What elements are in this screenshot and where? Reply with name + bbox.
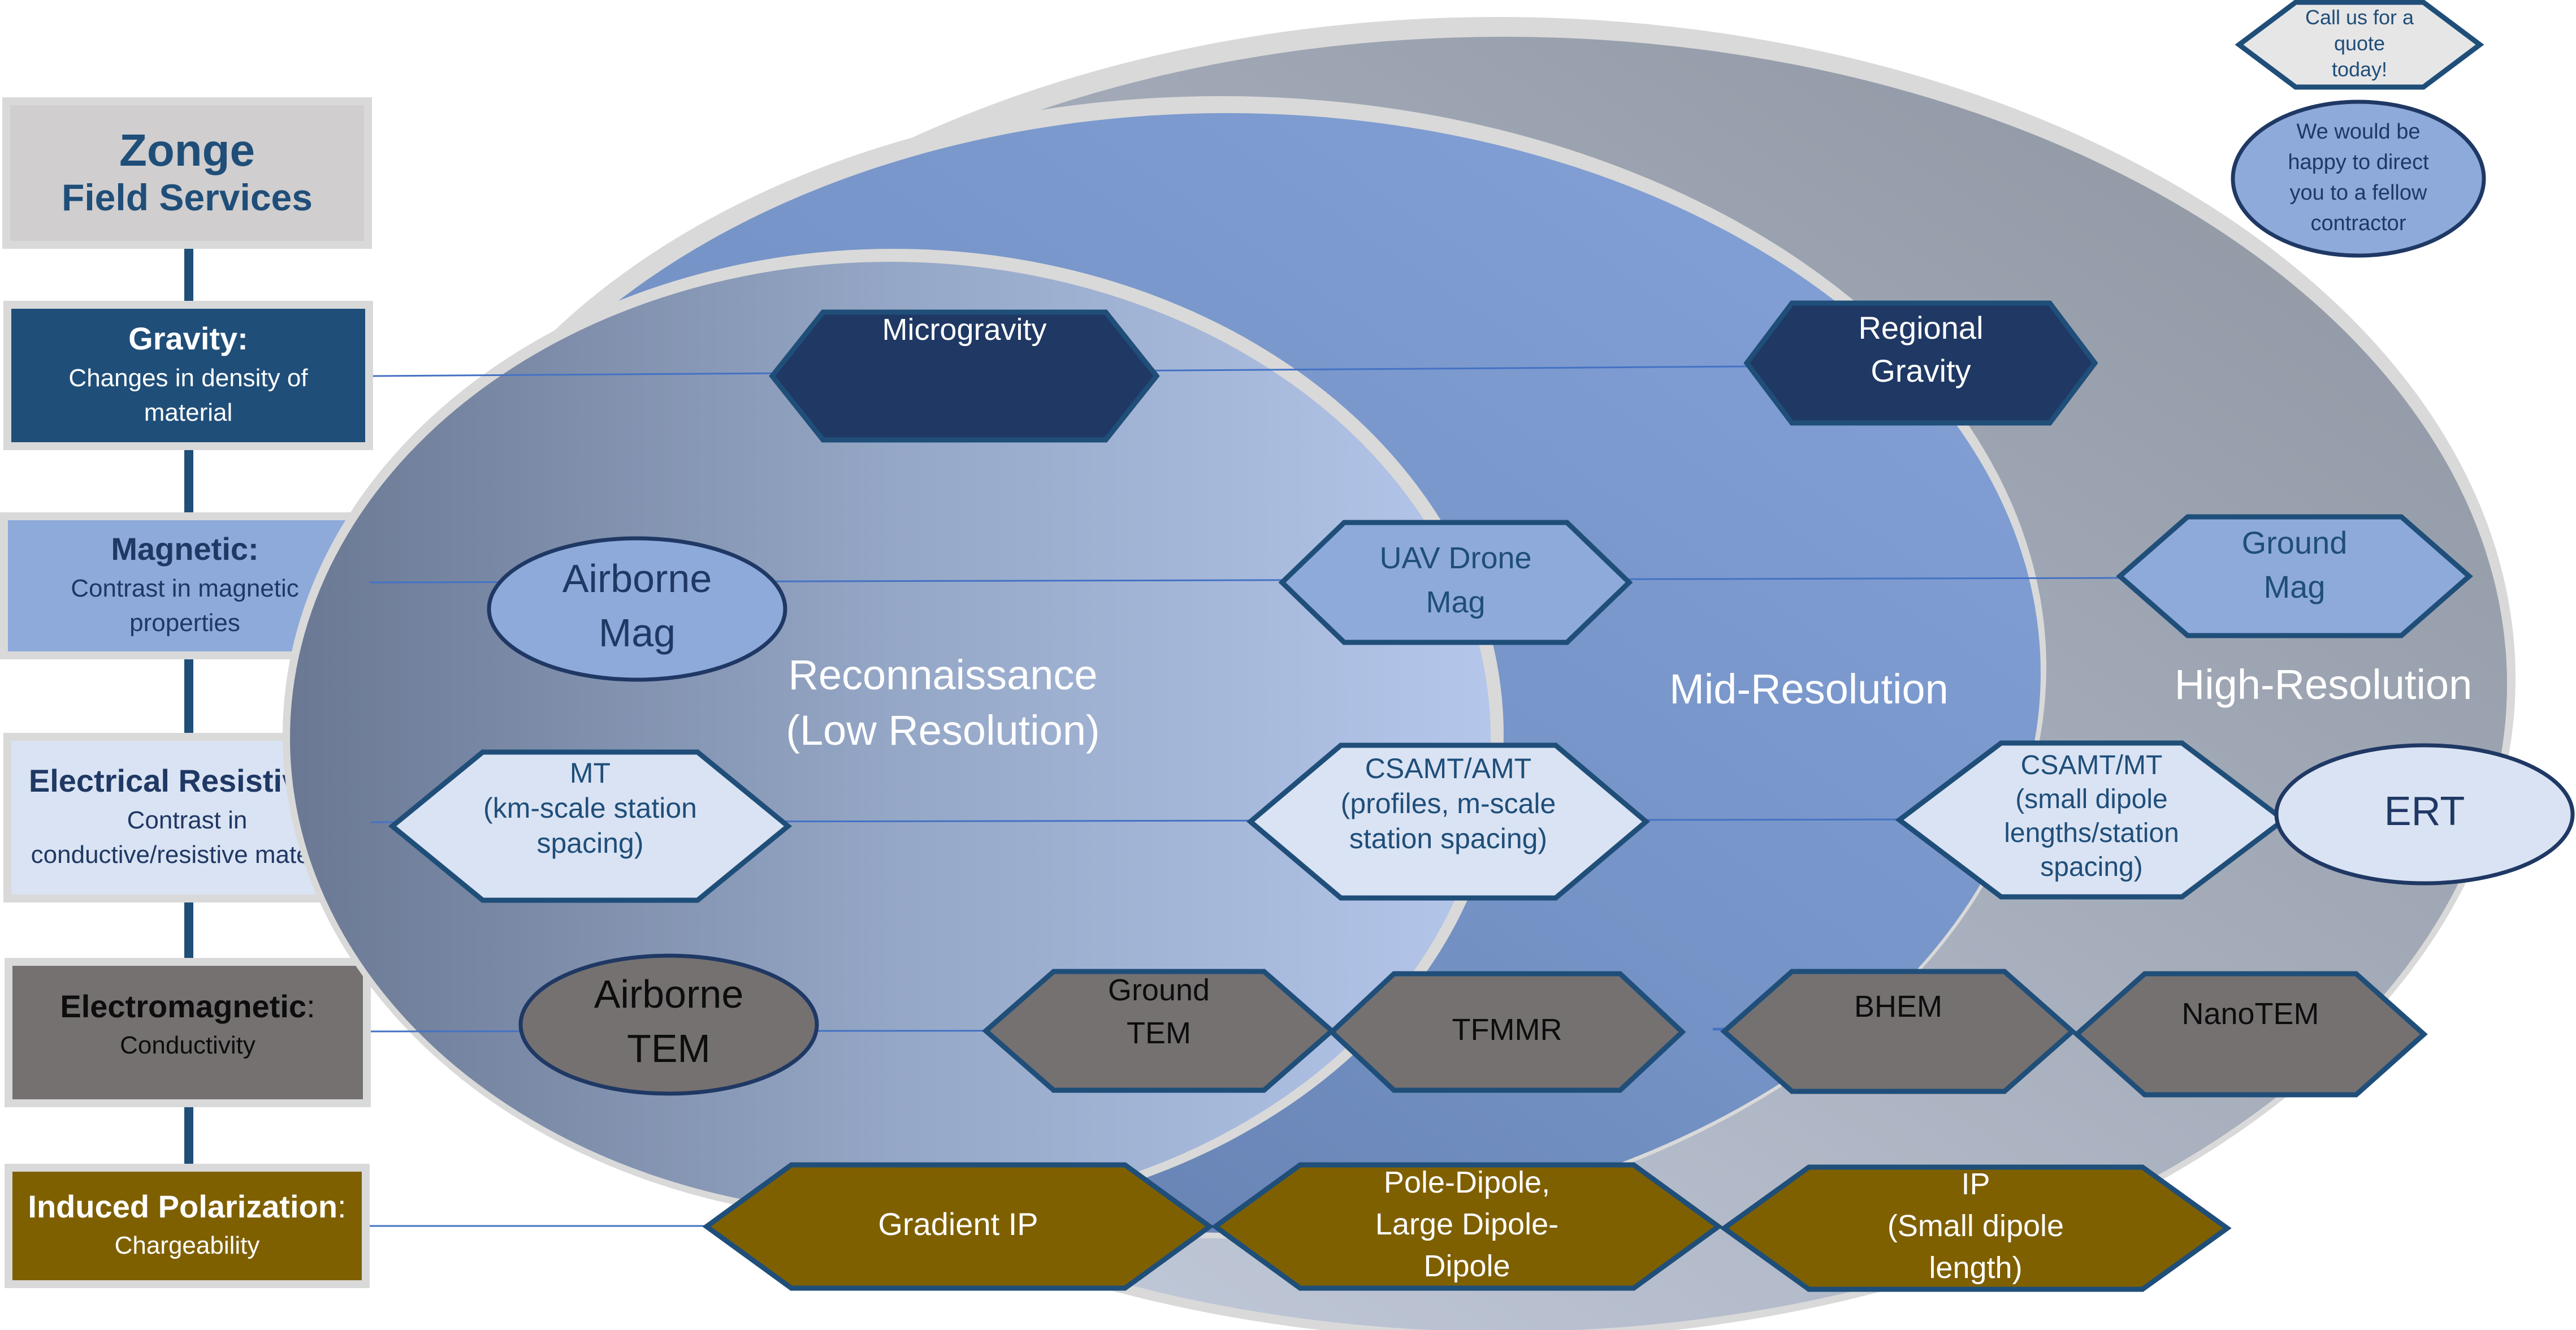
method-microgravity[interactable]: Microgravity [769,309,1160,443]
method-bhem-shape [1720,969,2076,1094]
method-pole-dipole-label: Pole-Dipole,Large Dipole-Dipole [1375,1165,1558,1283]
method-csamt-amt-shape [1246,742,1650,901]
method-uav-drone-mag-shape [1278,520,1633,645]
method-bhem[interactable]: BHEM [1720,969,2076,1094]
category-description: Conductivity [120,1031,256,1060]
category-title: Induced Polarization: [28,1189,347,1224]
method-microgravity-label: Microgravity [882,313,1046,347]
method-pole-dipole[interactable]: Pole-Dipole,Large Dipole-Dipole [1211,1162,1723,1291]
method-ert-shape [2274,743,2575,886]
method-tfmmr-shape [1328,971,1686,1093]
method-nanotem-label: NanoTEM [2181,997,2319,1031]
category-description: Changes in density of material [68,364,308,427]
method-csamt-mt-shape [1895,740,2288,900]
zone-label-mid-resolution: Mid-Resolution [1669,666,1949,712]
method-nanotem-shape [2073,971,2428,1098]
spine-connector [184,450,193,512]
method-regional-gravity-shape [1743,300,2098,426]
method-ground-mag-shape [2116,514,2473,638]
method-airborne-mag-shape [487,536,787,682]
category-title: Gravity: [128,321,248,357]
method-ert[interactable]: ERT [2274,743,2575,886]
method-gradient-ip-label: Gradient IP [878,1206,1038,1242]
method-bhem-label: BHEM [1854,990,1942,1024]
method-gradient-ip-shape [702,1162,1214,1291]
method-ground-tem-shape [982,969,1336,1093]
company-subtitle: Field Services [62,176,313,219]
spine-connector [184,1107,193,1164]
company-name: Zonge [119,125,255,176]
category-title: Magnetic: [111,531,259,567]
referral-callout-shape [2231,100,2486,258]
spine-connector [184,249,193,301]
method-pole-dipole-shape [1211,1162,1723,1291]
method-nanotem[interactable]: NanoTEM [2073,971,2428,1098]
category-title: Electromagnetic: [60,988,315,1024]
method-airborne-tem-shape [518,953,819,1096]
method-tfmmr[interactable]: TFMMR [1328,971,1686,1093]
method-mt-shape [388,749,793,903]
category-electromagnetic[interactable]: Electromagnetic: Conductivity [5,958,371,1107]
spine-connector [184,659,193,733]
method-microgravity-shape [769,309,1160,443]
category-description: Contrast in conductive/resistive materia… [31,806,344,869]
method-gradient-ip[interactable]: Gradient IP [702,1162,1214,1291]
category-description: Contrast in magnetic properties [71,574,299,637]
spine-connector [184,902,193,958]
method-ert-label: ERT [2384,789,2465,834]
category-gravity[interactable]: Gravity: Changes in density of material [3,301,373,450]
method-ip-small-dipole-shape [1720,1164,2232,1292]
method-tfmmr-label: TFMMR [1452,1013,1562,1047]
zone-label-reconnaissance: Reconnaissance(Low Resolution) [786,651,1099,754]
quote-callout-shape [2235,0,2484,90]
category-induced-polarization[interactable]: Induced Polarization: Chargeability [5,1164,370,1288]
company-title-box: Zonge Field Services [2,97,372,249]
zone-label-high-resolution: High-Resolution [2175,661,2473,708]
category-description: Chargeability [114,1232,260,1260]
